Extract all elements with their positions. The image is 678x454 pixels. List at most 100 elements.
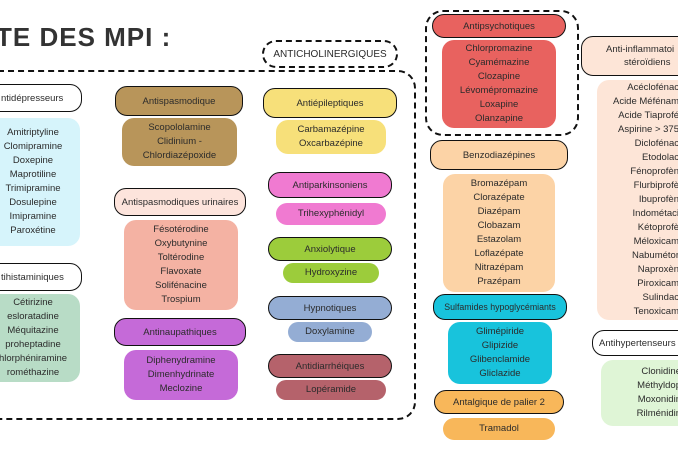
header-anxiolytique: Anxiolytique	[268, 237, 392, 261]
list-item: rométhazine	[6, 367, 60, 378]
list-item: Glimépiride	[475, 326, 525, 337]
list-item: esloratadine	[7, 311, 59, 322]
list-antiparkinsoniens: Trihexyphénidyl	[276, 203, 386, 225]
header-antispasmodiques-urinaires: Antispasmodiques urinaires	[114, 188, 246, 216]
list-item: Trospium	[161, 294, 201, 305]
list-item: Dimenhydrinate	[147, 369, 215, 380]
list-item: Méthyldop	[637, 380, 678, 391]
list-item: Olanzapine	[474, 113, 524, 124]
list-item: Hydroxyzine	[304, 267, 358, 278]
header-antihistaminiques: tihistaminiques	[0, 263, 82, 291]
list-item: Imipramine	[9, 211, 57, 222]
list-item: Cétirizine	[13, 297, 53, 308]
list-item: Meclozine	[159, 383, 203, 394]
list-item: Dosulepine	[9, 197, 57, 208]
list-item: Aspirine > 375	[618, 124, 678, 135]
list-item: Amitriptyline	[7, 127, 59, 138]
list-item: Ibuprofèn	[638, 194, 678, 205]
list-item: Doxepine	[12, 155, 54, 166]
list-item: Fénoprofèn	[630, 166, 678, 177]
list-item: Diclofénac	[634, 138, 678, 149]
header-sulfamides: Sulfamides hypoglycémiants	[433, 294, 567, 320]
list-item: Sulindac	[642, 292, 678, 303]
list-item: Lopéramide	[305, 384, 357, 395]
list-item: Bromazépam	[470, 178, 528, 189]
list-item: Oxcarbazépine	[299, 138, 363, 149]
list-item: Clobazam	[477, 220, 521, 231]
list-item: Lévomépromazine	[459, 85, 539, 96]
list-item: Tenoxicam	[633, 306, 678, 317]
list-antidiarrheiques: Lopéramide	[276, 380, 386, 400]
list-item: Loxapine	[479, 99, 519, 110]
list-item: Prazépam	[477, 276, 521, 287]
list-item: Clidinium -	[157, 136, 202, 147]
list-item: Méloxicam	[633, 236, 678, 247]
list-item: Solifénacine	[155, 280, 207, 291]
list-item: Clomipramine	[3, 141, 63, 152]
list-item: Glibenclamide	[469, 354, 531, 365]
list-item: Doxylamine	[305, 326, 355, 337]
list-item: Naproxèn	[637, 264, 678, 275]
list-item: Glipizide	[481, 340, 519, 351]
header-antiepileptiques: Antiépileptiques	[263, 88, 397, 118]
header-antidepresseurs: ntidépresseurs	[0, 84, 82, 112]
list-item: Acéclofénac	[627, 82, 678, 93]
list-item: Clorazépate	[473, 192, 525, 203]
list-item: proheptadine	[5, 339, 61, 350]
list-item: Fésotérodine	[153, 224, 209, 235]
header-ains-line2: stéroïdiens	[624, 57, 671, 68]
list-item: Acide Tiaprofé	[618, 110, 678, 121]
anticholinergiques-label: ANTICHOLINERGIQUES	[262, 40, 398, 68]
header-antihypertenseurs: Antihypertenseurs	[592, 330, 678, 356]
list-item: Flavoxate	[160, 266, 202, 277]
list-item: Méquitazine	[7, 325, 59, 336]
list-item: Acide Méfénam	[612, 96, 678, 107]
list-item: Carbamazépine	[297, 124, 365, 135]
antipsychotiques-frame	[425, 10, 579, 136]
anticholinergiques-region	[0, 70, 416, 420]
header-benzodiazepines: Benzodiazépines	[430, 140, 568, 170]
list-item: Rilménidin	[636, 408, 678, 419]
list-item: Indométaci	[632, 208, 678, 219]
list-item: Kétoprofè	[637, 222, 678, 233]
list-item: Flurbiprofè	[633, 180, 678, 191]
header-antidiarrheiques: Antidiarrhéiques	[268, 354, 392, 378]
list-item: Clozapine	[477, 71, 521, 82]
list-hypnotiques: Doxylamine	[288, 322, 372, 342]
list-item: Clonidine	[641, 366, 678, 377]
list-item: Tramadol	[479, 423, 519, 434]
header-ains-line1: Anti-inflammatoi	[606, 44, 675, 55]
header-antalgique: Antalgique de palier 2	[434, 390, 564, 414]
header-antinaupathiques: Antinaupathiques	[114, 318, 246, 346]
list-item: Piroxicam	[637, 278, 678, 289]
list-antalgique: Tramadol	[443, 418, 555, 440]
page-title: TE DES MPI :	[0, 22, 172, 52]
list-item: Diphenydramine	[146, 355, 216, 366]
list-item: Chlorpromazine	[465, 43, 533, 54]
list-item: Diazépam	[477, 206, 521, 217]
list-item: Oxybutynine	[154, 238, 208, 249]
header-hypnotiques: Hypnotiques	[268, 296, 392, 320]
list-item: Trihexyphénidyl	[297, 208, 365, 219]
list-item: Cyamémazine	[468, 57, 530, 68]
list-item: Toltérodine	[157, 252, 205, 263]
list-item: Gliclazide	[479, 368, 521, 379]
list-item: Nitrazépam	[474, 262, 524, 273]
list-item: Nabumétor	[632, 250, 678, 261]
list-item: Maprotiline	[9, 169, 57, 180]
header-antipsychotiques: Antipsychotiques	[432, 14, 566, 38]
header-ains: Anti-inflammatoi stéroïdiens	[581, 36, 678, 76]
list-item: Chlordiazépoxide	[142, 150, 217, 161]
list-item: Loflazépate	[474, 248, 524, 259]
list-item: Estazolam	[476, 234, 522, 245]
list-anxiolytique: Hydroxyzine	[283, 263, 379, 283]
